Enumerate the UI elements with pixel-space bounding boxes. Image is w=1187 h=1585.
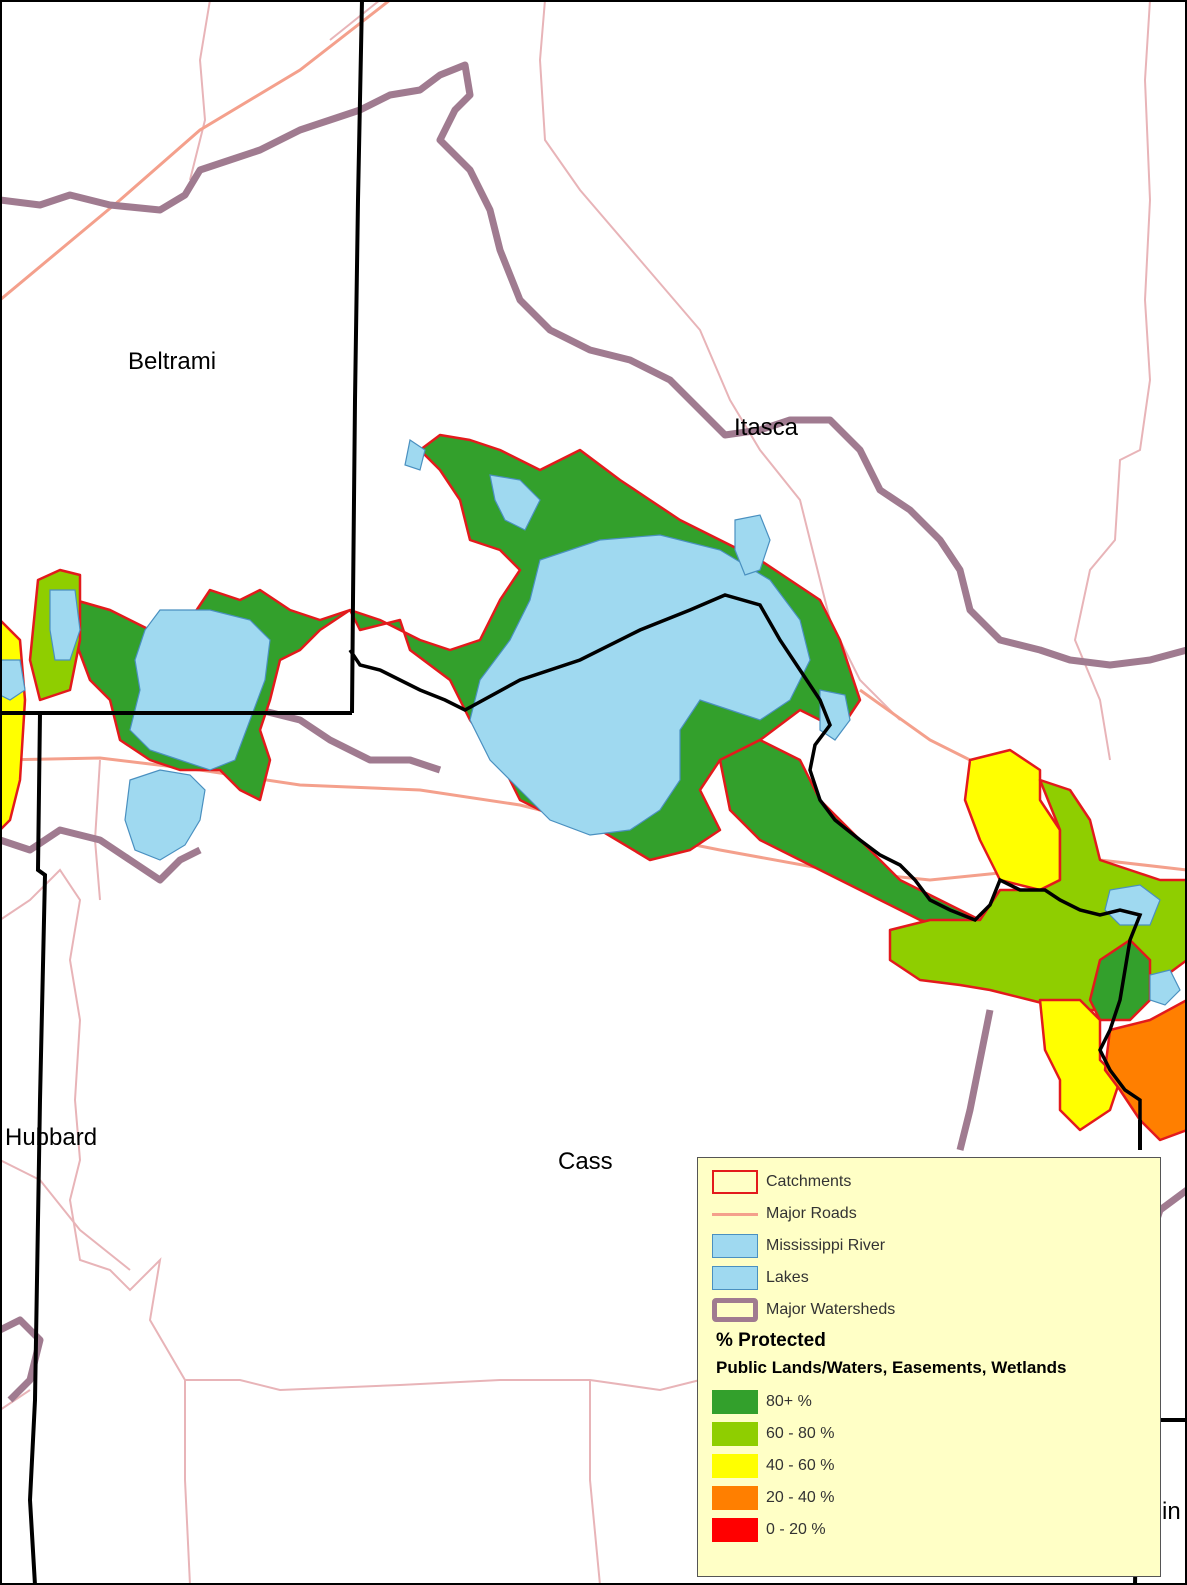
water-bodies bbox=[0, 439, 1181, 1006]
lake-north-wetland bbox=[489, 474, 541, 531]
roads-swatch bbox=[712, 1202, 758, 1226]
legend-subheading: Public Lands/Waters, Easements, Wetlands bbox=[716, 1358, 1067, 1377]
lake-east-2 bbox=[1149, 969, 1181, 1006]
lake-east-1 bbox=[1104, 884, 1161, 926]
legend-class-60-80: 60 - 80 % bbox=[712, 1418, 1146, 1450]
mississippi-river-channel bbox=[348, 593, 1143, 1150]
legend-label: 60 - 80 % bbox=[766, 1425, 835, 1442]
catchments-swatch bbox=[712, 1170, 758, 1194]
legend-row-catchments: Catchments bbox=[712, 1166, 1146, 1198]
map-legend: Catchments Major Roads Mississippi River… bbox=[697, 1157, 1161, 1577]
class-swatch bbox=[712, 1486, 758, 1510]
watersheds-swatch bbox=[712, 1298, 758, 1322]
lake-andrusia bbox=[124, 769, 206, 861]
county-label-hubbard: Hubbard bbox=[5, 1124, 98, 1151]
legend-class-0-20: 0 - 20 % bbox=[712, 1514, 1146, 1546]
legend-label: 20 - 40 % bbox=[766, 1489, 835, 1506]
class-swatch bbox=[712, 1454, 758, 1478]
legend-row-watersheds: Major Watersheds bbox=[712, 1294, 1146, 1326]
major-watersheds bbox=[0, 61, 1187, 1403]
catchment-orange-southeast bbox=[1103, 998, 1187, 1142]
lake-winnibigoshish bbox=[469, 534, 811, 836]
legend-label: 80+ % bbox=[766, 1393, 812, 1410]
county-label-cass: Cass bbox=[558, 1148, 613, 1175]
minor-roads bbox=[0, 0, 1152, 1585]
legend-row-river: Mississippi River bbox=[712, 1230, 1146, 1262]
legend-class-40-60: 40 - 60 % bbox=[712, 1450, 1146, 1482]
lake-small-west bbox=[49, 589, 81, 661]
county-label-itasca: Itasca bbox=[734, 414, 799, 441]
legend-row-roads: Major Roads bbox=[712, 1198, 1146, 1230]
river-swatch bbox=[712, 1234, 758, 1258]
legend-row-lakes: Lakes bbox=[712, 1262, 1146, 1294]
legend-class-20-40: 20 - 40 % bbox=[712, 1482, 1146, 1514]
legend-label: Major Roads bbox=[766, 1205, 857, 1222]
legend-label: 0 - 20 % bbox=[766, 1521, 826, 1538]
legend-label: 40 - 60 % bbox=[766, 1457, 835, 1474]
legend-label: Mississippi River bbox=[766, 1237, 886, 1254]
lake-small-north bbox=[734, 514, 771, 576]
lakes-swatch bbox=[712, 1266, 758, 1290]
catchment-darkgreen-east bbox=[1088, 938, 1152, 1022]
legend-label: Catchments bbox=[766, 1173, 852, 1190]
lake-cass bbox=[129, 609, 271, 771]
lake-small-nw bbox=[404, 439, 426, 471]
class-swatch bbox=[712, 1390, 758, 1414]
class-swatch bbox=[712, 1518, 758, 1542]
county-label-partial: in bbox=[1162, 1498, 1181, 1525]
legend-label: Lakes bbox=[766, 1269, 809, 1286]
county-label-beltrami: Beltrami bbox=[128, 348, 217, 375]
catchment-yellow-southeast bbox=[1038, 998, 1122, 1132]
lake-small-west-2 bbox=[0, 659, 26, 701]
legend-label: Major Watersheds bbox=[766, 1301, 896, 1318]
legend-class-80-plus: 80+ % bbox=[712, 1386, 1146, 1418]
class-swatch bbox=[712, 1422, 758, 1446]
legend-heading: % Protected bbox=[716, 1330, 826, 1351]
